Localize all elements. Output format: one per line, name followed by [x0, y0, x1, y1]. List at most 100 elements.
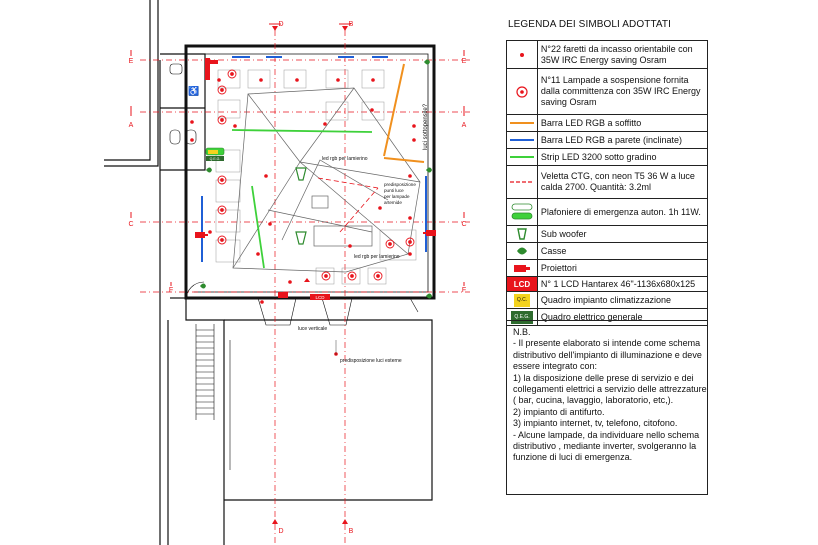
label-luci-sottopensile: luci sottopensile? [423, 103, 429, 150]
plan-qeg-panel: Q.E.G. [206, 156, 224, 161]
emergency-light-icon [511, 203, 533, 220]
svg-text:E: E [129, 58, 134, 65]
plan-lcd-label: LCD [315, 295, 325, 300]
legend-row-led-wall: Barra LED RGB a parete (inclinate) [506, 131, 709, 149]
legend-symbol [506, 114, 538, 132]
svg-text:F: F [462, 287, 466, 294]
section-marker-f-right: F [462, 282, 466, 294]
climate-panel-icon: Q.C. [513, 293, 531, 307]
legend-text: Casse [536, 242, 709, 260]
svg-text:C: C [461, 221, 466, 228]
legend-row-led-strip: Strip LED 3200 sotto gradino [506, 148, 709, 166]
svg-text:A: A [462, 122, 467, 129]
subwoofers [295, 167, 307, 245]
blue-line-icon [509, 139, 534, 141]
legend-text: N°22 faretti da incasso orientabile con … [536, 40, 709, 69]
section-marker-e-right: E [462, 50, 467, 65]
legend-text: Barra LED RGB a soffitto [536, 114, 709, 132]
section-marker-d-bottom: D [272, 519, 284, 535]
section-marker-a-right: A [462, 106, 467, 129]
legend-text: Barra LED RGB a parete (inclinate) [536, 131, 709, 149]
legend-symbol [506, 242, 538, 260]
legend-text: N°11 Lampade a sospensione fornita dalla… [536, 68, 709, 115]
section-marker-e-left: E [129, 50, 134, 65]
plan-qc-panel [208, 150, 218, 154]
legend-text: Strip LED 3200 sotto gradino [536, 148, 709, 166]
legend-row-veletta: Veletta CTG, con neon T5 36 W a luce cal… [506, 165, 709, 199]
pendant-lamp-icon [516, 85, 528, 98]
legend-text: Proiettori [536, 259, 709, 277]
legend-symbol: Q.C. [506, 291, 538, 309]
svg-text:D: D [278, 21, 283, 28]
section-marker-c-right: C [461, 212, 467, 228]
legend-title: LEGENDA DEI SIMBOLI ADOTTATI [508, 19, 672, 30]
section-marker-d-top: D [269, 21, 284, 31]
label-luce-verticale: luce verticale [298, 326, 327, 332]
section-lines [140, 30, 470, 545]
svg-text:F: F [169, 287, 173, 294]
svg-text:A: A [129, 122, 134, 129]
speakers [200, 59, 432, 299]
legend-row-lcd: LCD N° 1 LCD Hantarex 46"-1136x680x125 [506, 276, 709, 292]
label-predisposizione-esterne: predisposizione luci esterne [340, 358, 402, 364]
notes-box [506, 320, 708, 495]
notes-text: N.B. - Il presente elaborato si intende … [513, 327, 707, 463]
label-predisposizione-lampade-4: artemide [384, 200, 402, 205]
green-line-icon [509, 156, 534, 158]
label-predisposizione-lampade: predisposizione punti luce per lampade a… [384, 182, 417, 205]
veletta-ctg [317, 177, 379, 233]
legend-text: Sub woofer [536, 225, 709, 243]
building-walls [104, 0, 436, 545]
subwoofer-icon [517, 228, 527, 240]
legend-row-led-ceiling: Barra LED RGB a soffitto [506, 114, 709, 132]
orange-line-icon [509, 122, 534, 124]
section-marker-b-top: B [339, 21, 354, 31]
projectors [195, 230, 436, 298]
section-marker-f-left: F [169, 282, 173, 294]
section-marker-c-left: C [128, 212, 134, 228]
svg-text:B: B [349, 528, 354, 535]
legend-row-projector: Proiettori [506, 259, 709, 277]
legend-row-spotlight: N°22 faretti da incasso orientabile con … [506, 40, 709, 69]
seating-area [215, 69, 417, 285]
legend-row-subwoofer: Sub woofer [506, 225, 709, 243]
legend-row-emergency: Plafoniere di emergenza auton. 1h 11W. [506, 198, 709, 226]
label-led-rgb-top: led rgb per lamierino [322, 156, 368, 162]
section-marker-b-bottom: B [342, 519, 354, 535]
legend-symbol [506, 225, 538, 243]
lcd-icon: LCD [513, 279, 531, 289]
legend-symbol: LCD [506, 276, 538, 292]
red-wall-elements [205, 58, 218, 80]
legend-row-speaker: Casse [506, 242, 709, 260]
legend-row-electric: Q.E.G. Quadro elettrico generale [506, 308, 709, 326]
projector-icon [513, 265, 530, 272]
legend-symbol [506, 40, 538, 69]
counter-outline [232, 87, 421, 273]
legend-row-pendant: N°11 Lampade a sospensione fornita dalla… [506, 68, 709, 115]
legend-symbol [506, 148, 538, 166]
svg-text:♿: ♿ [188, 85, 199, 96]
legend-symbol [506, 198, 538, 226]
doors [185, 281, 419, 326]
svg-text:B: B [349, 21, 354, 28]
led-bar-ceiling [383, 63, 425, 163]
svg-text:D: D [278, 528, 283, 535]
label-predisposizione-lampade-3: per lampade [384, 194, 410, 199]
restroom-fixtures: ♿ [169, 63, 199, 145]
red-dashed-line-icon [509, 181, 534, 183]
legend-table: N°22 faretti da incasso orientabile con … [506, 40, 709, 326]
section-marker-a-left: A [129, 106, 134, 129]
legend-row-climate: Q.C. Quadro impianto climatizzazione [506, 291, 709, 309]
speaker-leaf-icon [516, 247, 527, 255]
label-led-rgb-bottom: led rgb per lamierino [354, 254, 400, 260]
section-markers: D B E E A A C C F F D B [128, 21, 466, 535]
legend-text: Quadro elettrico generale [536, 308, 709, 326]
pendant-lamps [217, 69, 415, 281]
legend-text: Veletta CTG, con neon T5 36 W a luce cal… [536, 165, 709, 199]
legend-text: N° 1 LCD Hantarex 46"-1136x680x125 [536, 276, 709, 292]
legend-symbol [506, 165, 538, 199]
red-dot-icon [519, 52, 524, 57]
plan-qeg-label: Q.E.G. [210, 157, 221, 161]
floor-plan: D B E E A A C C F F D B ♿ [104, 0, 470, 545]
svg-text:C: C [128, 221, 133, 228]
